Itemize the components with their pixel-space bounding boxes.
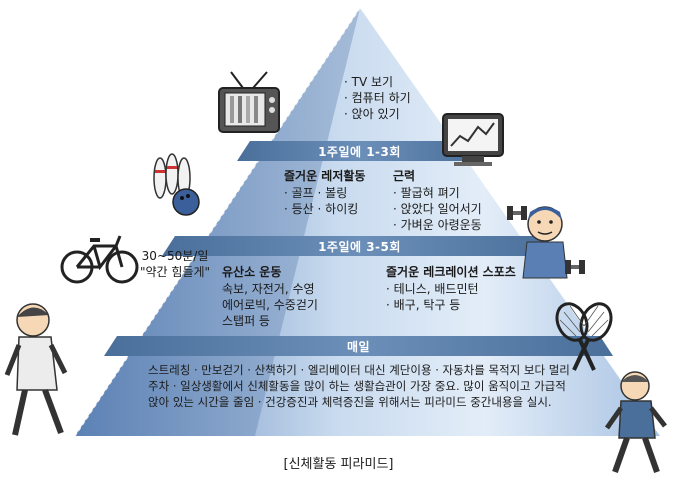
level3-left-item: 에어로빅, 수중걷기 xyxy=(222,298,318,312)
band-label-level4: 매일 xyxy=(346,340,371,354)
level2-left-item: · 골프 · 볼링 xyxy=(284,186,348,200)
band-level3 xyxy=(162,236,557,256)
tv-icon xyxy=(218,71,280,133)
level2-right-item: · 앉았다 일어서기 xyxy=(393,202,482,216)
level3-left-title: 유산소 운동 xyxy=(222,265,282,279)
level3-left-item: 스탭퍼 등 xyxy=(222,314,270,328)
figure-caption: [신체활동 피라미드] xyxy=(283,457,394,472)
level2-left-title: 즐거운 레저활동 xyxy=(284,169,366,183)
band-level2 xyxy=(237,141,482,161)
level3-left-list: 속보, 자전거, 수영 에어로빅, 수중걷기 스탭퍼 등 xyxy=(222,281,318,329)
level3-left-item: 속보, 자전거, 수영 xyxy=(222,282,315,296)
level2-left-item: · 등산 · 하이킹 xyxy=(284,202,359,216)
band-level4 xyxy=(104,336,613,356)
level2-right-item: · 가벼운 아령운동 xyxy=(393,218,482,232)
bowling-icon xyxy=(153,153,200,216)
level3-right-item: · 배구, 탁구 등 xyxy=(386,298,461,312)
dumbbell-man-icon xyxy=(507,206,585,279)
top-item: · TV 보기 xyxy=(344,75,394,89)
side-note-line1: 30~50분/일 xyxy=(141,249,209,263)
level2-right-title: 근력 xyxy=(393,169,416,183)
level3-right-list: · 테니스, 배드민턴 · 배구, 탁구 등 xyxy=(386,281,479,313)
pyramid-body xyxy=(75,8,660,436)
level2-left-list: · 골프 · 볼링 · 등산 · 하이킹 xyxy=(284,185,358,217)
side-note-line2: "약간 힘들게" xyxy=(140,265,211,279)
level2-right-item: · 팔굽혀 펴기 xyxy=(393,186,460,200)
level3-right-title: 즐거운 레크레이션 스포츠 xyxy=(386,265,516,279)
level2-right-list: · 팔굽혀 펴기 · 앉았다 일어서기 · 가벼운 아령운동 xyxy=(393,185,482,233)
top-item: · 앉아 있기 xyxy=(344,107,400,121)
computer-chart-icon xyxy=(442,113,504,166)
band-label-level3: 1주일에 3-5회 xyxy=(318,240,401,254)
top-item: · 컴퓨터 하기 xyxy=(344,91,411,105)
top-level-list: · TV 보기 · 컴퓨터 하기 · 앉아 있기 xyxy=(344,74,411,122)
walking-man-icon xyxy=(4,303,68,436)
band-label-level2: 1주일에 1-3회 xyxy=(318,145,401,159)
tennis-rackets-icon xyxy=(555,302,613,371)
level4-description: 스트레칭 · 만보걷기 · 산책하기 · 엘리베이터 대신 계단이용 · 자동차… xyxy=(148,363,570,409)
bicycle-icon xyxy=(60,235,139,284)
jogging-man-icon xyxy=(604,371,667,473)
side-note: 30~50분/일 "약간 힘들게" xyxy=(140,248,210,280)
level3-right-item: · 테니스, 배드민턴 xyxy=(386,282,479,296)
